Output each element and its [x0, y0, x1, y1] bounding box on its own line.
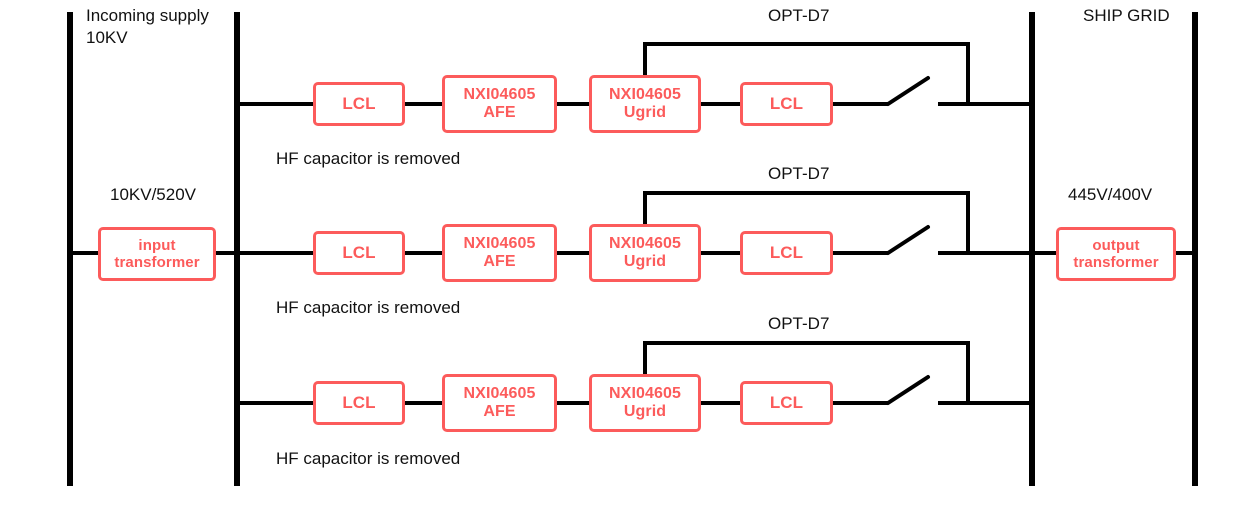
branch-2-afe-line2: AFE: [483, 253, 516, 270]
branch-3-lcl-output-label: LCL: [769, 393, 804, 413]
branch-3-afe-box[interactable]: NXI04605 AFE: [442, 374, 557, 432]
hf-capacitor-note-branch-2: HF capacitor is removed: [276, 298, 461, 317]
branch-3-afe-line2: AFE: [483, 403, 516, 420]
opt-d7-label-branch-1: OPT-D7: [768, 6, 830, 25]
input-transformer-box[interactable]: input transformer: [98, 227, 216, 281]
b1-opt-d7-bracket: [643, 42, 970, 104]
branch-1-lcl-input-label: LCL: [342, 94, 376, 114]
opt-d7-label-branch-3: OPT-D7: [768, 314, 830, 333]
branch-2-ugrid-line2: Ugrid: [623, 253, 667, 270]
branch-1-lcl-output-box[interactable]: LCL: [740, 82, 833, 126]
input-transformer-ratio-label: 10KV/520V: [110, 185, 197, 204]
branch-3-ugrid-line2: Ugrid: [623, 403, 667, 420]
branch-3-lcl-input-box[interactable]: LCL: [313, 381, 405, 425]
output-transformer-ratio-label: 445V/400V: [1068, 185, 1153, 204]
branch-2-lcl-input-box[interactable]: LCL: [313, 231, 405, 275]
branch-1-afe-line2: AFE: [483, 104, 516, 121]
branch-2-afe-line1: NXI04605: [463, 234, 536, 252]
branch-2-ugrid-box[interactable]: NXI04605 Ugrid: [589, 224, 701, 282]
output-transformer-line2: transformer: [1073, 254, 1159, 271]
branch-1-lcl-input-box[interactable]: LCL: [313, 82, 405, 126]
branch-2-lcl-output-label: LCL: [769, 243, 804, 263]
branch-2-afe-box[interactable]: NXI04605 AFE: [442, 224, 557, 282]
branch-1-ugrid-line1: NXI04605: [609, 85, 681, 103]
b2-switch-blade[interactable]: [886, 225, 930, 255]
opt-d7-label-branch-2: OPT-D7: [768, 164, 830, 183]
b3-switch-blade[interactable]: [886, 375, 930, 405]
output-transformer-line1: output: [1092, 236, 1140, 254]
branch-1-ugrid-line2: Ugrid: [623, 104, 667, 121]
branch-3-ugrid-line1: NXI04605: [609, 384, 681, 402]
output-transformer-box[interactable]: output transformer: [1056, 227, 1176, 281]
branch-2-ugrid-line1: NXI04605: [609, 234, 681, 252]
branch-3-afe-line1: NXI04605: [463, 384, 536, 402]
branch-3-lcl-output-box[interactable]: LCL: [740, 381, 833, 425]
branch-2-lcl-input-label: LCL: [342, 243, 376, 263]
input-transformer-line2: transformer: [114, 254, 200, 271]
branch-2-lcl-output-box[interactable]: LCL: [740, 231, 833, 275]
branch-3-ugrid-box[interactable]: NXI04605 Ugrid: [589, 374, 701, 432]
branch-1-afe-line1: NXI04605: [463, 85, 536, 103]
branch-1-afe-box[interactable]: NXI04605 AFE: [442, 75, 557, 133]
b1-switch-blade[interactable]: [886, 76, 930, 106]
incoming-supply-label: Incoming supply 10KV: [86, 6, 209, 48]
hf-capacitor-note-branch-3: HF capacitor is removed: [276, 449, 461, 468]
b3-opt-d7-bracket: [643, 341, 970, 403]
b2-opt-d7-bracket: [643, 191, 970, 253]
branch-1-lcl-output-label: LCL: [769, 94, 804, 114]
hf-capacitor-note-branch-1: HF capacitor is removed: [276, 149, 461, 168]
ship-grid-label: SHIP GRID: [1083, 6, 1170, 25]
branch-3-lcl-input-label: LCL: [342, 393, 376, 413]
branch-1-ugrid-box[interactable]: NXI04605 Ugrid: [589, 75, 701, 133]
input-transformer-line1: input: [138, 236, 176, 254]
